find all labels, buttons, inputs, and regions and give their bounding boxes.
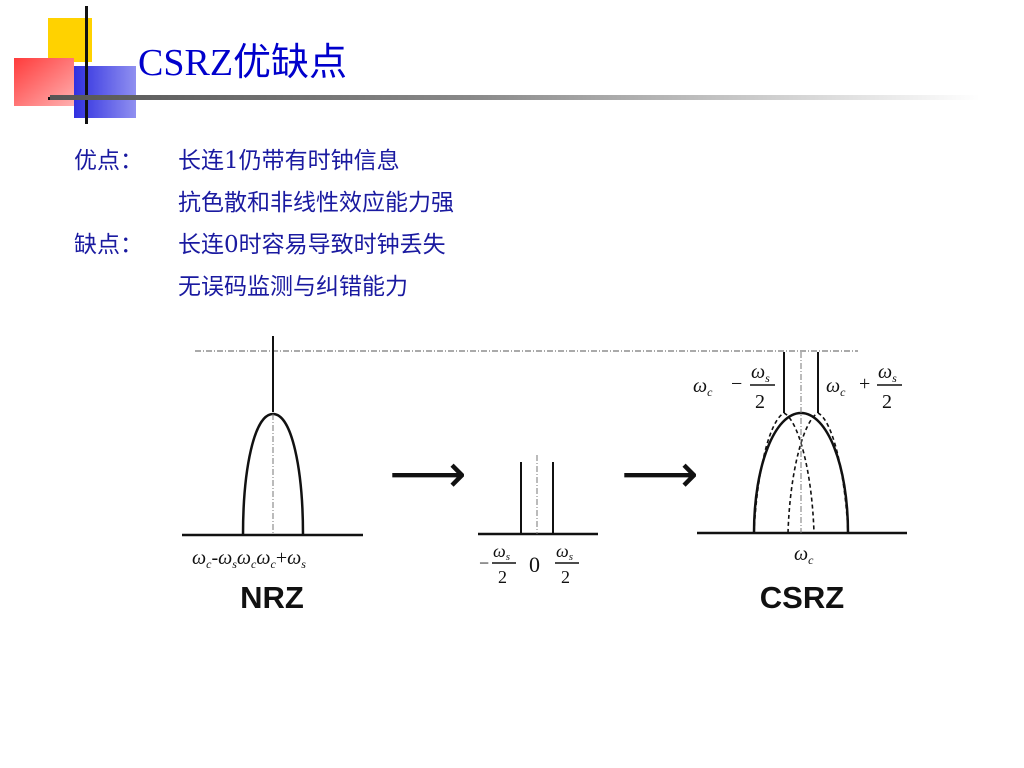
list-item: 无误码监测与纠错能力 — [74, 266, 774, 308]
modulation-spectrum — [478, 455, 598, 536]
pros-item-text: 长连1仍带有时钟信息 — [178, 148, 400, 174]
arrow-2: ⟶ — [621, 442, 698, 505]
list-item: 缺点： 长连0时容易导致时钟丢失 — [74, 224, 774, 266]
svg-text:2: 2 — [498, 567, 507, 587]
logo-blue-square — [74, 66, 136, 118]
logo-yellow-square — [48, 18, 92, 62]
csrz-axis-label: ωc — [794, 543, 814, 567]
svg-text:ωc: ωc — [826, 375, 846, 399]
csrz-sub-envelope-right — [787, 412, 849, 534]
svg-text:ωs: ωs — [493, 541, 510, 563]
cons-item-text: 无误码监测与纠错能力 — [178, 274, 408, 300]
svg-text:2: 2 — [561, 567, 570, 587]
svg-text:ωs: ωs — [751, 361, 770, 385]
nrz-axis-label: ωc-ωsωcωc+ωs — [192, 547, 306, 571]
pros-cons-list: 优点： 长连1仍带有时钟信息 抗色散和非线性效应能力强 缺点： 长连0时容易导致… — [74, 140, 774, 308]
pros-label: 优点： — [74, 148, 143, 174]
csrz-spectrum — [697, 352, 907, 535]
title-underline — [50, 95, 980, 100]
cons-item-text: 长连0时容易导致时钟丢失 — [178, 232, 446, 258]
svg-text:ωs: ωs — [878, 361, 897, 385]
list-item: 抗色散和非线性效应能力强 — [74, 182, 774, 224]
svg-text:ωs: ωs — [556, 541, 573, 563]
mod-axis-label: − ωs 2 0 ωs 2 — [479, 541, 579, 587]
svg-text:+: + — [859, 373, 870, 395]
slide-logo-decoration — [14, 6, 138, 124]
slide-title: CSRZ优缺点 — [138, 42, 348, 84]
svg-text:2: 2 — [882, 391, 892, 413]
nrz-spectrum — [182, 336, 363, 537]
csrz-top-labels: ωc − ωs 2 ωc + ωs 2 — [693, 361, 902, 413]
svg-text:0: 0 — [529, 552, 540, 577]
pros-item-text: 抗色散和非线性效应能力强 — [178, 190, 454, 216]
svg-text:−: − — [479, 553, 489, 573]
svg-text:−: − — [731, 373, 742, 395]
svg-text:ωc: ωc — [693, 375, 713, 399]
cons-label: 缺点： — [74, 232, 143, 258]
list-item: 优点： 长连1仍带有时钟信息 — [74, 140, 774, 182]
svg-text:2: 2 — [755, 391, 765, 413]
nrz-label: NRZ — [240, 580, 304, 615]
arrow-1: ⟶ — [389, 442, 466, 505]
csrz-sub-envelope-left — [753, 412, 815, 534]
csrz-label: CSRZ — [760, 580, 844, 615]
logo-vertical-line — [85, 6, 88, 124]
